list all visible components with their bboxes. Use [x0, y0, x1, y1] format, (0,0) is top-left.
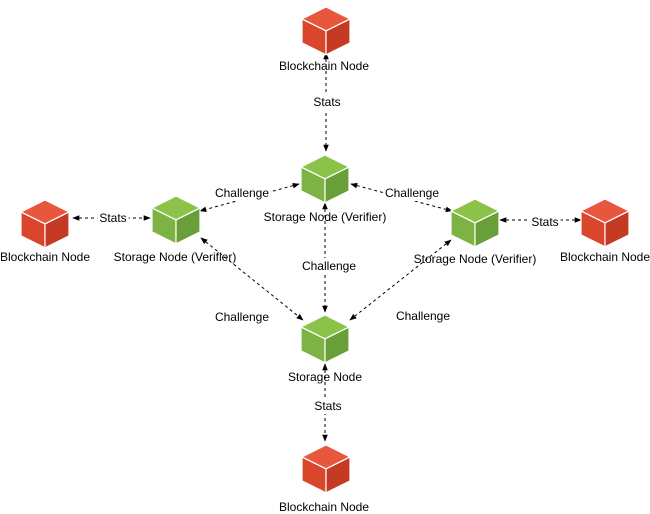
sv-right-label: Storage Node (Verifier) [414, 252, 537, 266]
cube-top-face [300, 154, 350, 180]
edge-label-bg [312, 398, 344, 414]
nodes [20, 6, 630, 494]
sv-top-label: Storage Node (Verifier) [264, 210, 387, 224]
cube-top-face [450, 198, 500, 224]
edge-label-bg [393, 308, 453, 324]
sv-right-storage-node[interactable] [450, 198, 500, 248]
cube-top-face [151, 195, 201, 221]
edge-label-bg [212, 185, 272, 201]
edge-label-sv-top-sv-left: Challenge [215, 186, 269, 200]
edge-label-bg [299, 258, 359, 274]
edge-label-sn-center-bc-bottom: Stats [314, 399, 341, 413]
bc-top-label: Blockchain Node [279, 59, 369, 73]
edge-label-sv-top-sv-right: Challenge [385, 186, 439, 200]
bc-right-label: Blockchain Node [560, 250, 650, 264]
edge-label-bg [97, 210, 129, 226]
edge-sv-left-sn-center [200, 237, 304, 321]
cube-top-face [580, 198, 630, 224]
bc-bottom-blockchain-node[interactable] [301, 444, 351, 494]
cube-top-face [20, 199, 70, 225]
bc-right-blockchain-node[interactable] [580, 198, 630, 248]
bc-bottom-label: Blockchain Node [279, 500, 369, 514]
cube-top-face [300, 314, 350, 340]
cube-top-face [301, 444, 351, 470]
sv-top-storage-node[interactable] [300, 154, 350, 204]
bc-left-label: Blockchain Node [0, 250, 90, 264]
sn-center-label: Storage Node [288, 370, 362, 384]
edge-label-sv-top-sn-center: Challenge [302, 259, 356, 273]
cube-top-face [301, 6, 351, 32]
edge-label-sv-left-sn-center: Challenge [215, 310, 269, 324]
edge-label-bg [529, 214, 561, 230]
edge-label-sv-right-sn-center: Challenge [396, 309, 450, 323]
edge-label-bc-top-sv-top: Stats [313, 95, 340, 109]
edge-label-bc-left-sv-left: Stats [99, 211, 126, 225]
sv-left-label: Storage Node (Verifier) [114, 250, 237, 264]
sv-left-storage-node[interactable] [151, 195, 201, 245]
bc-left-blockchain-node[interactable] [20, 199, 70, 249]
sn-center-storage-node[interactable] [300, 314, 350, 364]
edge-label-sv-right-bc-right: Stats [531, 215, 558, 229]
edge-sv-top-sv-left [199, 182, 300, 213]
edge-label-bg [311, 94, 343, 110]
bc-top-blockchain-node[interactable] [301, 6, 351, 56]
edge-label-bg [212, 309, 272, 325]
edge-label-bg [382, 185, 442, 201]
